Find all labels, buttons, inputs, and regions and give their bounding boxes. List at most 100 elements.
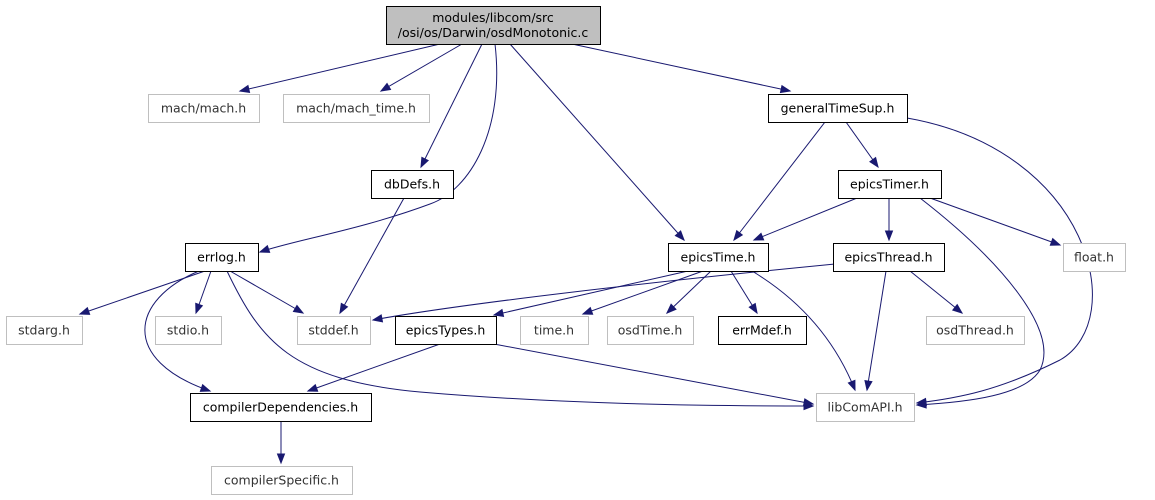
node-epics-time-h[interactable]: epicsTime.h xyxy=(668,243,769,272)
edge-line xyxy=(582,270,704,315)
arrowhead-icon xyxy=(78,306,91,315)
node-err-mdef-h[interactable]: errMdef.h xyxy=(718,316,807,345)
edge-epics-time-h-to-epics-types-h xyxy=(492,270,689,318)
edge-epics-types-h-to-compiler-dependencies-h xyxy=(306,343,441,392)
arrowhead-icon xyxy=(802,398,815,407)
edge-line xyxy=(380,43,463,92)
edge-layer xyxy=(78,43,1093,465)
edge-root-to-mach-h xyxy=(238,43,441,93)
node-stdio-h: stdio.h xyxy=(155,316,222,345)
node-mach-h: mach/mach.h xyxy=(148,94,260,123)
node-root[interactable]: modules/libcom/src/osi/os/Darwin/osdMono… xyxy=(386,6,601,45)
arrowhead-icon xyxy=(371,314,384,323)
node-label: modules/libcom/src xyxy=(432,10,554,25)
node-label: stdio.h xyxy=(167,323,209,338)
edge-epics-timer-h-to-lib-com-api-h xyxy=(915,197,1045,409)
node-box xyxy=(718,316,807,345)
node-box xyxy=(607,316,694,345)
edge-epics-time-h-to-osd-time-h xyxy=(666,270,712,314)
edge-line xyxy=(916,197,1045,406)
arrowhead-icon xyxy=(581,306,594,315)
node-epics-types-h[interactable]: epicsTypes.h xyxy=(395,316,497,345)
edge-errlog-h-to-stdio-h xyxy=(195,270,212,315)
edge-general-time-sup-h-to-epics-timer-h xyxy=(845,121,879,169)
arrowhead-icon xyxy=(666,303,677,314)
edge-line xyxy=(906,117,1093,404)
node-compiler-specific-h: compilerSpecific.h xyxy=(211,466,353,495)
arrowhead-icon xyxy=(748,302,758,315)
node-label: epicsTime.h xyxy=(681,250,756,265)
node-db-defs-h[interactable]: dbDefs.h xyxy=(371,170,454,199)
node-box xyxy=(190,393,372,422)
node-label: mach/mach_time.h xyxy=(296,101,416,116)
edge-epics-thread-h-to-lib-com-api-h xyxy=(864,270,887,392)
edge-line xyxy=(493,343,814,405)
edge-line xyxy=(229,270,304,314)
arrowhead-icon xyxy=(869,156,879,169)
arrowhead-icon xyxy=(306,383,319,392)
edge-root-to-epics-time-h xyxy=(509,43,685,242)
edge-root-to-mach-time-h xyxy=(379,43,463,92)
edge-line xyxy=(144,270,211,392)
node-epics-thread-h[interactable]: epicsThread.h xyxy=(833,243,945,272)
node-osd-thread-h: osdThread.h xyxy=(926,316,1025,345)
node-box xyxy=(386,6,601,45)
node-label: epicsThread.h xyxy=(844,250,932,265)
arrowhead-icon xyxy=(951,303,964,314)
edge-line xyxy=(666,270,712,314)
edge-line xyxy=(909,270,963,314)
node-epics-timer-h[interactable]: epicsTimer.h xyxy=(838,170,942,199)
node-box xyxy=(155,316,222,345)
edge-errlog-h-to-stddef-h xyxy=(229,270,305,314)
arrowhead-icon xyxy=(195,302,204,315)
arrowhead-icon xyxy=(339,302,349,315)
node-box xyxy=(768,94,908,123)
node-label: libComAPI.h xyxy=(827,400,902,415)
edge-root-to-db-defs-h xyxy=(420,43,483,169)
arrowhead-icon xyxy=(420,156,430,169)
node-lib-com-api-h: libComAPI.h xyxy=(816,393,915,422)
arrowhead-icon xyxy=(674,230,685,242)
arrowhead-icon xyxy=(884,230,894,242)
edge-line xyxy=(493,270,689,316)
edge-line xyxy=(226,270,814,407)
edge-epics-timer-h-to-epics-thread-h xyxy=(884,198,894,242)
node-label: osdThread.h xyxy=(936,323,1014,338)
node-label: stddef.h xyxy=(308,323,358,338)
edge-line xyxy=(420,43,483,168)
node-label: compilerSpecific.h xyxy=(224,473,339,488)
edge-line xyxy=(339,197,405,314)
arrowhead-icon xyxy=(915,400,927,409)
node-label: errMdef.h xyxy=(732,323,792,338)
node-box xyxy=(668,243,769,272)
node-box xyxy=(816,393,915,422)
node-box xyxy=(395,316,497,345)
node-general-time-sup-h[interactable]: generalTimeSup.h xyxy=(768,94,908,123)
node-box xyxy=(520,316,589,345)
arrowhead-icon xyxy=(752,232,765,241)
edge-line xyxy=(733,121,826,241)
node-compiler-dependencies-h[interactable]: compilerDependencies.h xyxy=(190,393,372,422)
edge-line xyxy=(509,43,685,241)
node-errlog-h[interactable]: errlog.h xyxy=(185,243,259,272)
edge-epics-thread-h-to-osd-thread-h xyxy=(909,270,964,314)
node-box xyxy=(926,316,1025,345)
node-label: mach/mach.h xyxy=(161,101,246,116)
node-label: dbDefs.h xyxy=(384,177,440,192)
edge-line xyxy=(239,43,441,92)
edge-epics-time-h-to-lib-com-api-h xyxy=(751,270,856,392)
node-box xyxy=(283,94,430,123)
edge-line xyxy=(571,43,791,92)
arrowhead-icon xyxy=(779,84,792,94)
node-box xyxy=(211,466,353,495)
node-label: /osi/os/Darwin/osdMonotonic.c xyxy=(398,25,589,40)
edge-epics-time-h-to-time-h xyxy=(581,270,704,315)
arrowhead-icon xyxy=(847,379,856,392)
node-box xyxy=(297,316,371,345)
node-stdarg-h: stdarg.h xyxy=(6,316,83,345)
node-label: osdTime.h xyxy=(618,323,683,338)
arrowhead-icon xyxy=(258,244,271,253)
node-box xyxy=(1063,243,1126,272)
edge-epics-thread-h-to-stddef-h xyxy=(371,263,836,323)
node-mach-time-h: mach/mach_time.h xyxy=(283,94,430,123)
